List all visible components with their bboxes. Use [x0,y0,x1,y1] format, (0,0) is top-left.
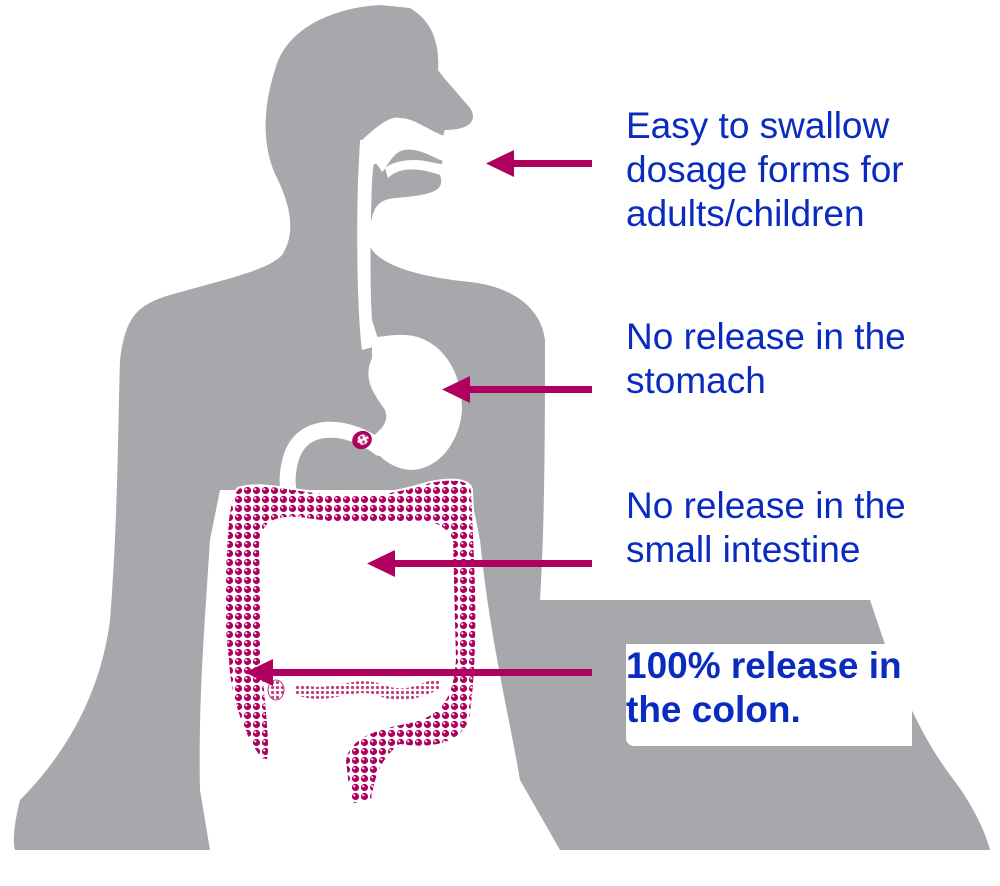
ileum [294,679,441,701]
rectum [326,785,354,850]
arrow-colon [245,659,592,686]
arrow-small-intestine [367,550,592,577]
annotation-colon: 100% release in the colon. [626,644,912,746]
arrow-stomach [442,376,592,403]
mouth-cavity [362,117,479,180]
colon [223,478,478,807]
annotation-stomach: No release in the stomach [626,316,906,401]
capsule-pattern [357,434,369,445]
body-silhouette [13,5,991,850]
arrow-mouth [486,150,592,177]
oral-gap [385,160,473,178]
small-intestine [272,527,442,703]
annotation-mouth: Easy to swallow dosage forms for adults/… [626,105,904,234]
annotation-small-intestine: No release in the small intestine [626,485,906,570]
esophagus [357,140,380,350]
stomach [368,334,462,470]
